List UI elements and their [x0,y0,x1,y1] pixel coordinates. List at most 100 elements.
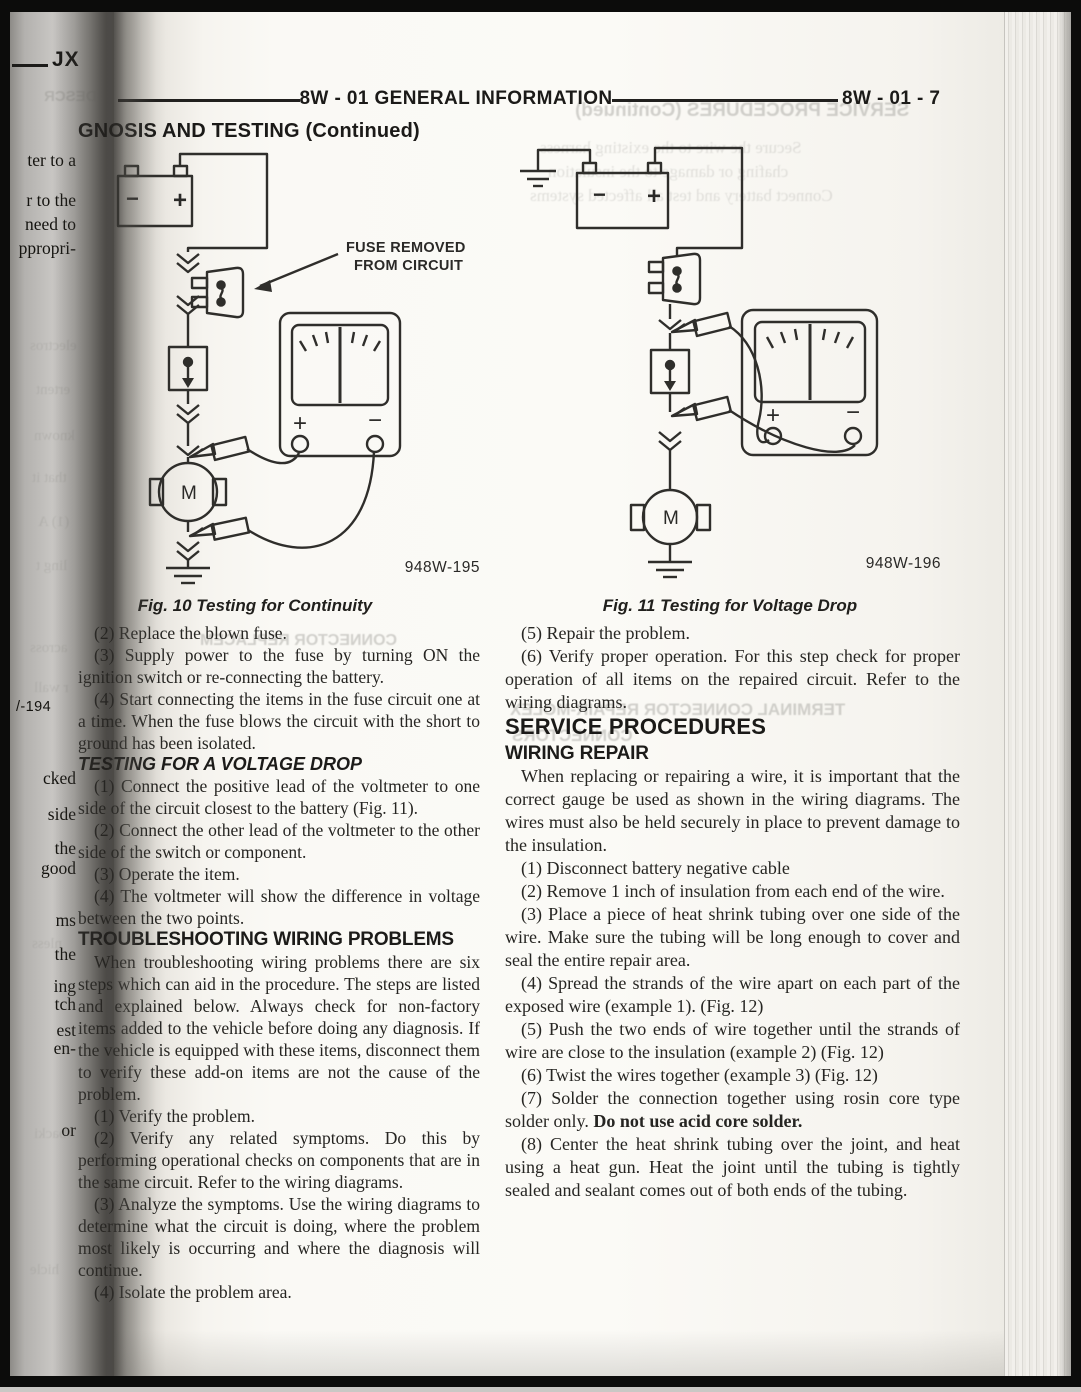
gutter-fragment: /-194 [16,699,52,715]
gutter-fragment: tch [54,994,76,1014]
header-model-code: JX [52,48,80,71]
body-paragraph: (3) Operate the item. [94,863,240,884]
test-probe [670,395,733,422]
main-page [114,12,1004,1376]
battery-minus-label: − [126,186,139,211]
meter-minus-label: − [846,399,860,426]
gutter-fragment: the [54,944,76,964]
motor-letter: M [663,508,679,529]
body-paragraph: When replacing or repairing a wire, it i… [505,766,960,856]
ghost-text: r wall [34,680,69,696]
gutter-fragment: ing [53,976,76,996]
gutter-fragment: side [47,804,76,824]
body-paragraph: (8) Center the heat shrink tubing over t… [505,1134,960,1201]
voltmeter-symbol [740,308,879,457]
scan-border [0,1387,1081,1392]
scan-border [0,0,1081,12]
fig10-caption: Fig. 10 Testing for Continuity [137,596,373,615]
body-paragraph: (6) Verify proper operation. For this st… [505,646,960,712]
body-paragraph: (7) Solder the connection together using… [505,1087,960,1133]
meter-minus-label: − [368,407,382,434]
troubleshooting-heading: TROUBLESHOOTING WIRING PROBLEMS [78,928,454,950]
fuse-callout-line2: FROM CIRCUIT [354,258,463,274]
right-text-column: (5) Repair the problem. (6) Verify prope… [505,622,960,1202]
body-paragraph: (4) Isolate the problem area. [94,1281,292,1302]
body-paragraph: (5) Push the two ends of wire together u… [505,1019,960,1063]
fuse-callout-line1: FUSE REMOVED [346,240,466,256]
meter-plus-label: + [766,402,780,429]
scan-border [0,0,10,1392]
body-paragraph: (5) Repair the problem. [521,623,690,643]
ghost-text: that it [32,470,67,486]
voltage-drop-heading: TESTING FOR A VOLTAGE DROP [78,754,363,774]
test-probe [188,435,251,462]
figure-ref-number: 948W-195 [405,559,480,576]
page-number: 8W - 01 - 7 [842,88,941,109]
gutter-fragment: good [41,858,76,878]
step7-text: (7) Solder the connection together using… [505,1088,960,1132]
body-paragraph: (4) The voltmeter will show the differen… [78,885,480,928]
meter-plus-label: + [293,410,307,437]
connector-symbol [649,348,691,395]
body-paragraph: (6) Twist the wires together (example 3)… [521,1065,878,1086]
connector-symbol [167,345,209,392]
fuse-holder-symbol [647,252,702,306]
fig11-voltage-drop-diagram: − + + − M 948W-196 [520,146,941,579]
battery-plus-label: + [647,183,661,210]
ghost-text: (1) A [38,514,70,530]
gutter-fragment: cked [42,768,76,788]
body-paragraph: (4) Start connecting the items in the fu… [78,689,480,753]
body-paragraph: (2) Connect the other lead of the voltme… [78,819,480,862]
fuse-holder-symbol [190,266,245,319]
ground-symbol [166,566,210,585]
gutter-fragment: r to the [26,190,76,210]
service-procedures-heading: SERVICE PROCEDURES [505,714,767,739]
ground-symbol [648,560,692,579]
body-paragraph: (1) Verify the problem. [94,1105,256,1126]
fig10-continuity-diagram: − + + − M FUSE REMOVED FROM CIRCUIT 948W… [116,152,480,585]
test-lead-wire [728,409,856,453]
gutter-fragment: en- [53,1038,76,1058]
body-paragraph: (2) Verify any related symptoms. Do this… [78,1127,480,1192]
gutter-fragment: est [56,1020,76,1040]
step7-warning-bold: Do not use acid core solder. [593,1111,803,1132]
body-paragraph: (3) Analyze the symptoms. Use the wiring… [78,1193,480,1280]
figure-ref-number: 948W-196 [866,555,941,572]
body-paragraph: (3) Place a piece of heat shrink tubing … [505,904,960,971]
battery-minus-label: − [593,182,606,207]
ghost-text: across [30,640,68,656]
page-title: 8W - 01 GENERAL INFORMATION [299,88,613,109]
header-dash-rule [12,64,48,67]
test-probe [670,311,733,338]
ghost-text: ling t [36,558,68,574]
header-rule-left [118,99,300,102]
book-page-edges [1004,12,1072,1376]
motor-letter: M [181,483,197,504]
gutter-fragment: ms [55,910,76,930]
scan-border [1071,0,1081,1392]
body-paragraph: (2) Remove 1 inch of insulation from eac… [521,881,945,902]
section-heading: GNOSIS AND TESTING (Continued) [78,120,420,142]
wiring-repair-heading: WIRING REPAIR [505,743,649,765]
gutter-fragment: need to [24,214,76,234]
body-paragraph: (2) Replace the blown fuse. [94,623,287,643]
body-paragraph: When troubleshooting wiring problems the… [78,951,480,1104]
wire [653,146,744,255]
ghost-text: known [34,428,75,444]
scan-border [0,1376,1081,1387]
header-rule-right [612,99,838,102]
wire [178,152,269,252]
voltmeter-symbol [278,311,402,458]
battery-plus-label: + [173,187,187,214]
body-paragraph: (1) Connect the positive lead of the vol… [78,775,480,818]
ground-symbol [520,148,592,188]
ghost-text: DESCR [44,88,97,105]
body-paragraph: (3) Supply power to the fuse by turning … [78,645,480,687]
fig11-caption: Fig. 11 Testing for Voltage Drop [602,596,858,615]
ghost-text: hicle [30,1262,60,1278]
body-paragraph: (4) Spread the strands of the wire apart… [505,973,960,1017]
gutter-fragment: the [54,838,76,858]
callout-arrow [259,252,339,288]
gutter-fragment: ter to a [27,150,76,170]
